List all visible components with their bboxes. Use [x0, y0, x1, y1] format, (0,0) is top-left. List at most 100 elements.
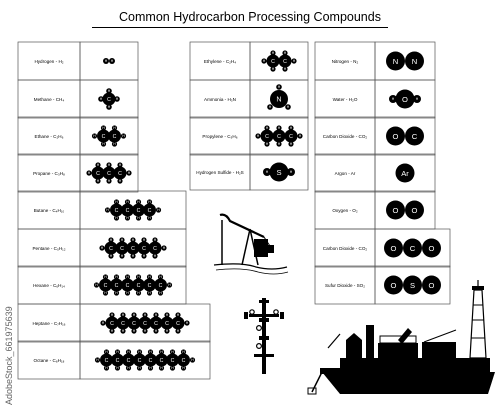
svg-text:H: H — [126, 291, 129, 295]
svg-text:H: H — [133, 313, 136, 317]
hydrogen-atom: H — [141, 253, 147, 259]
hydrogen-atom: H — [114, 365, 121, 371]
hydrogen-atom: H — [288, 125, 294, 131]
svg-text:C: C — [277, 134, 281, 140]
svg-text:C: C — [265, 134, 269, 140]
carbon-atom: C — [111, 353, 124, 367]
svg-text:C: C — [153, 246, 157, 252]
hydrogen-atom: H — [103, 349, 110, 355]
hydrogen-atom: H — [175, 312, 181, 318]
hydrogen-atom: H — [276, 141, 282, 147]
svg-text:C: C — [149, 358, 153, 364]
svg-text:H: H — [155, 329, 158, 333]
svg-text:H: H — [287, 105, 290, 109]
svg-text:H: H — [148, 275, 151, 279]
svg-text:Ar: Ar — [401, 169, 409, 178]
svg-text:H: H — [115, 291, 118, 295]
svg-text:H: H — [127, 350, 130, 354]
svg-text:C: C — [104, 283, 108, 289]
svg-text:H: H — [154, 254, 157, 258]
svg-text:S: S — [276, 168, 281, 177]
atom-atom: N — [386, 51, 405, 71]
carbon-atom: C — [113, 166, 127, 180]
hydrogen-atom: H — [102, 290, 109, 296]
svg-text:H: H — [110, 254, 113, 258]
hydrogen-atom: H — [91, 133, 98, 139]
svg-text:C: C — [127, 358, 131, 364]
atom-atom: O — [384, 275, 403, 295]
svg-text:H: H — [122, 313, 125, 317]
svg-text:C: C — [120, 246, 124, 252]
hydrogen-atom: H — [152, 237, 158, 243]
svg-text:O: O — [412, 206, 418, 215]
svg-text:H: H — [102, 321, 105, 325]
hydrogen-atom: H — [264, 141, 270, 147]
compound-label: Propane - C₃H₈ — [33, 171, 65, 176]
hydrogen-atom: H — [124, 215, 131, 221]
svg-text:O: O — [429, 244, 435, 253]
svg-text:O: O — [391, 281, 397, 290]
hydrogen-atom: H — [184, 320, 190, 326]
svg-text:C: C — [107, 97, 111, 103]
svg-text:H: H — [148, 216, 151, 220]
carbon-atom: C — [127, 316, 141, 330]
svg-text:C: C — [116, 358, 120, 364]
hydrogen-atom: H — [270, 66, 276, 72]
compound-label: Carbon Dioxide - CO₂ — [323, 246, 368, 251]
svg-text:H: H — [177, 313, 180, 317]
carbon-atom: C — [137, 241, 151, 255]
carbon-atom: C — [138, 316, 152, 330]
svg-text:H: H — [166, 329, 169, 333]
nitrogen-atom: N — [270, 90, 288, 108]
hydrogen-atom: H — [130, 253, 136, 259]
svg-text:H: H — [186, 321, 189, 325]
hydrogen-atom: H — [135, 274, 142, 280]
hydrogen-atom: H — [135, 290, 142, 296]
hydrogen-atom: H — [153, 312, 159, 318]
svg-text:H: H — [284, 67, 287, 71]
svg-text:H: H — [272, 67, 275, 71]
svg-text:C: C — [176, 321, 180, 327]
carbon-atom: C — [166, 353, 179, 367]
svg-text:C: C — [110, 321, 114, 327]
hydrogen-atom: H — [267, 104, 273, 110]
carbon-atom: C — [99, 278, 112, 292]
svg-text:H: H — [290, 142, 293, 146]
svg-text:H: H — [132, 254, 135, 258]
hydrogen-atom: H — [131, 328, 137, 334]
svg-text:H: H — [126, 275, 129, 279]
svg-text:H: H — [105, 350, 108, 354]
hydrogen-atom: H — [111, 125, 118, 131]
compound-label: Nitrogen - N₂ — [332, 59, 359, 64]
svg-text:H: H — [102, 142, 105, 146]
svg-text:C: C — [412, 132, 418, 141]
svg-text:H: H — [138, 350, 141, 354]
svg-text:H: H — [119, 179, 122, 183]
svg-text:C: C — [160, 358, 164, 364]
svg-text:H: H — [155, 313, 158, 317]
svg-text:H: H — [266, 142, 269, 146]
hydrogen-atom: H — [106, 104, 112, 110]
hydrogen-atom: H — [135, 215, 142, 221]
svg-text:H: H — [182, 366, 185, 370]
carbon-atom: C — [154, 278, 167, 292]
svg-text:H: H — [290, 170, 293, 174]
svg-text:H: H — [111, 59, 114, 63]
hydrogen-atom: H — [130, 237, 136, 243]
svg-text:H: H — [284, 51, 287, 55]
hydrogen-atom: H — [164, 312, 170, 318]
carbon-atom: C — [260, 129, 274, 143]
hydrogen-atom: H — [291, 58, 297, 64]
svg-text:C: C — [109, 246, 113, 252]
hydrogen-atom: H — [166, 282, 173, 288]
